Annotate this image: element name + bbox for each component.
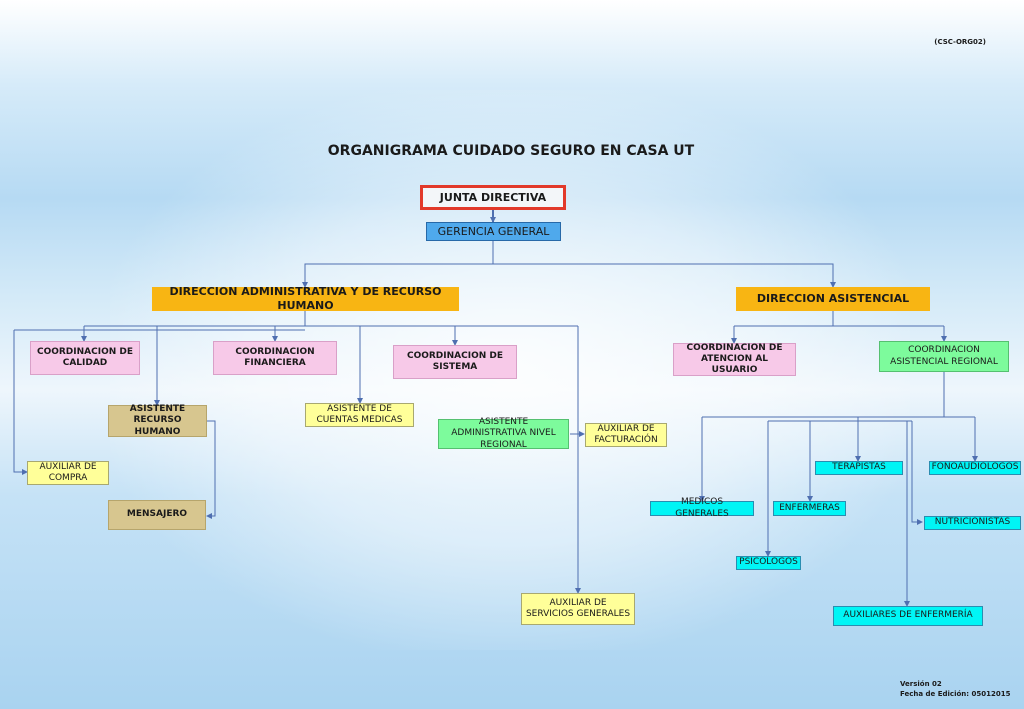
node-coordinacion-calidad: COORDINACION DE CALIDAD <box>30 341 140 375</box>
node-junta-directiva: JUNTA DIRECTIVA <box>420 185 566 210</box>
page-title: ORGANIGRAMA CUIDADO SEGURO EN CASA UT <box>327 143 695 159</box>
node-auxiliares-enfermeria: AUXILIARES DE ENFERMERÍA <box>833 606 983 626</box>
node-medicos-generales: MEDICOS GENERALES <box>650 497 754 519</box>
version-label: Versión 02 <box>900 680 942 688</box>
node-nutricionistas: NUTRICIONISTAS <box>924 516 1021 530</box>
node-coordinacion-atencion-usuario: COORDINACION DE ATENCION AL USUARIO <box>673 343 796 376</box>
node-auxiliar-compra: AUXILIAR DE COMPRA <box>27 461 109 485</box>
edition-date-label: Fecha de Edición: 05012015 <box>900 690 1011 698</box>
node-coordinacion-asistencial-regional: COORDINACION ASISTENCIAL REGIONAL <box>879 341 1009 372</box>
node-auxiliar-facturacion: AUXILIAR DE FACTURACIÓN <box>585 423 667 447</box>
node-asistente-cuentas-medicas: ASISTENTE DE CUENTAS MEDICAS <box>305 403 414 427</box>
node-terapistas: TERAPISTAS <box>815 461 903 475</box>
node-mensajero: MENSAJERO <box>108 500 206 530</box>
node-coordinacion-financiera: COORDINACION FINANCIERA <box>213 341 337 375</box>
node-direccion-administrativa: DIRECCION ADMINISTRATIVA Y DE RECURSO HU… <box>152 285 459 312</box>
node-psicologos: PSICOLOGOS <box>736 556 801 570</box>
node-fonoaudiologos: FONOAUDIOLOGOS <box>929 461 1021 475</box>
node-enfermeras: ENFERMERAS <box>773 501 846 516</box>
node-auxiliar-servicios-generales: AUXILIAR DE SERVICIOS GENERALES <box>521 593 635 625</box>
node-asistente-administrativa-regional: ASISTENTE ADMINISTRATIVA NIVEL REGIONAL <box>438 417 569 450</box>
node-asistente-recurso-humano: ASISTENTE RECURSO HUMANO <box>108 404 207 437</box>
node-coordinacion-sistema: COORDINACION DE SISTEMA <box>393 345 517 379</box>
node-gerencia-general: GERENCIA GENERAL <box>426 222 561 241</box>
document-code: (CSC-ORG02) <box>934 38 986 46</box>
node-direccion-asistencial: DIRECCION ASISTENCIAL <box>736 287 930 311</box>
